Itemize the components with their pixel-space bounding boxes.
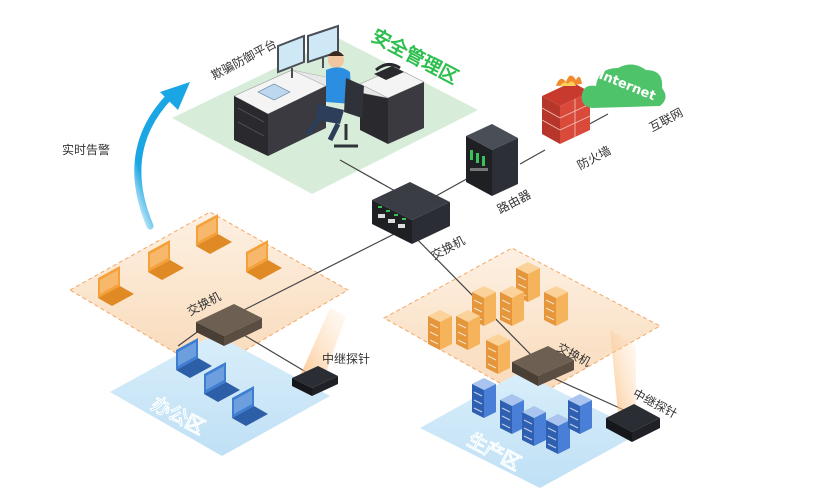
server-icon xyxy=(456,310,480,350)
prod-servers-blue xyxy=(472,378,592,454)
prod-orange-area xyxy=(382,247,662,401)
firewall-icon xyxy=(541,75,591,144)
prod-probe-beam xyxy=(610,330,636,420)
prod-switch-icon xyxy=(512,346,574,386)
server-icon xyxy=(568,394,592,434)
server-icon xyxy=(486,334,510,374)
firewall-label: 防火墙 xyxy=(574,142,613,172)
office-probe-icon xyxy=(292,366,338,396)
office-laptops-blue xyxy=(176,338,268,426)
server-icon xyxy=(500,394,524,434)
office-orange-area xyxy=(68,211,350,373)
laptop-icon xyxy=(98,266,134,306)
router-icon xyxy=(466,124,518,196)
laptop-icon xyxy=(176,338,212,378)
prod-probe-icon xyxy=(606,404,660,442)
core-switch-icon xyxy=(372,182,450,244)
server-icon xyxy=(472,378,496,418)
office-laptops-orange xyxy=(98,214,282,306)
server-icon xyxy=(500,286,524,326)
laptop-icon xyxy=(246,240,282,280)
internet-label: 互联网 xyxy=(647,105,685,134)
laptop-icon xyxy=(196,214,232,254)
phone-icon xyxy=(374,63,404,80)
server-icon xyxy=(522,406,546,446)
prod-servers-orange xyxy=(428,262,568,374)
laptop-icon xyxy=(204,362,240,402)
workstation-icon xyxy=(233,24,425,156)
realtime-alert-label: 实时告警 xyxy=(62,142,110,157)
office-switch-icon xyxy=(196,304,262,346)
office-probe-label: 中继探针 xyxy=(322,351,370,366)
laptop-icon xyxy=(148,240,184,280)
laptop-icon xyxy=(232,386,268,426)
server-icon xyxy=(428,310,452,350)
server-icon xyxy=(544,286,568,326)
core-switch-label: 交换机 xyxy=(428,232,467,262)
server-icon xyxy=(546,414,570,454)
alert-arrow-icon xyxy=(134,82,190,230)
office-probe-beam xyxy=(300,308,346,384)
cloud-icon xyxy=(581,64,666,108)
server-icon xyxy=(516,262,540,302)
